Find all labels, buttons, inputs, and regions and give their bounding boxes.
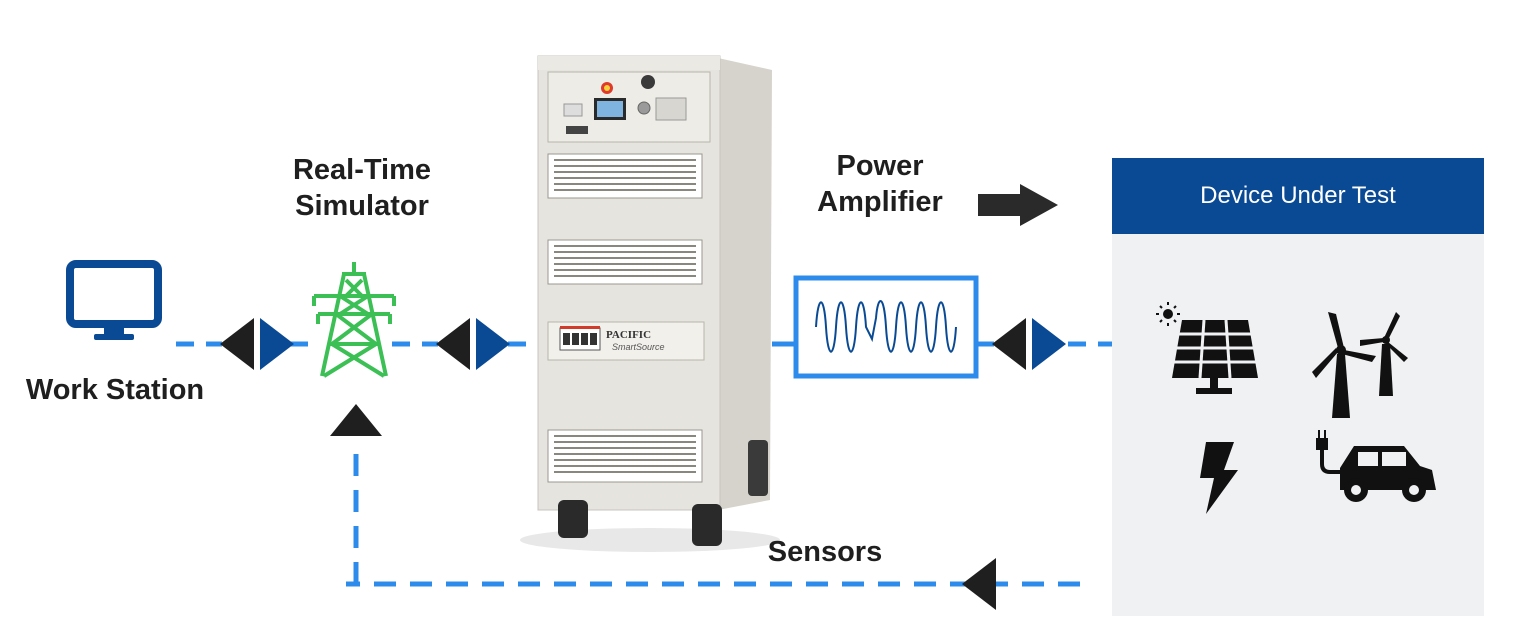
bidirectional-arrow-icon (220, 318, 294, 370)
sensors-label: Sensors (767, 536, 883, 568)
real-time-simulator-label: Real-Time Simulator (292, 154, 432, 222)
power-amplifier-label: Power Amplifier (817, 150, 943, 218)
device-under-test-panel: Device Under Test (1112, 158, 1484, 616)
waveform-display (793, 275, 979, 379)
bidirectional-arrow-icon (436, 318, 510, 370)
vent-slats (554, 159, 696, 473)
bidirectional-arrow-icon (992, 318, 1066, 370)
device-under-test-title: Device Under Test (1112, 158, 1484, 234)
breaker-panel (547, 321, 705, 361)
cabinet-wheels (558, 440, 768, 546)
lightning-bolt-icon (1200, 442, 1238, 514)
cabinet-product: SmartSource (612, 342, 665, 352)
sine-wave-with-glitch (815, 300, 957, 353)
monitor-icon (66, 260, 162, 340)
transmission-tower-icon (312, 262, 396, 378)
sun-icon (1156, 302, 1180, 326)
cabinet-brand: PACIFIC (606, 329, 651, 341)
work-station-label: Work Station (25, 374, 205, 406)
wind-turbine-icon (1312, 312, 1408, 418)
solar-panel-icon (1172, 319, 1258, 394)
connection-lines (176, 341, 1112, 587)
electric-car-icon (1316, 430, 1436, 502)
right-arrow-icon (978, 184, 1058, 226)
left-arrow-icon (962, 558, 996, 610)
up-arrow-icon (330, 404, 382, 436)
